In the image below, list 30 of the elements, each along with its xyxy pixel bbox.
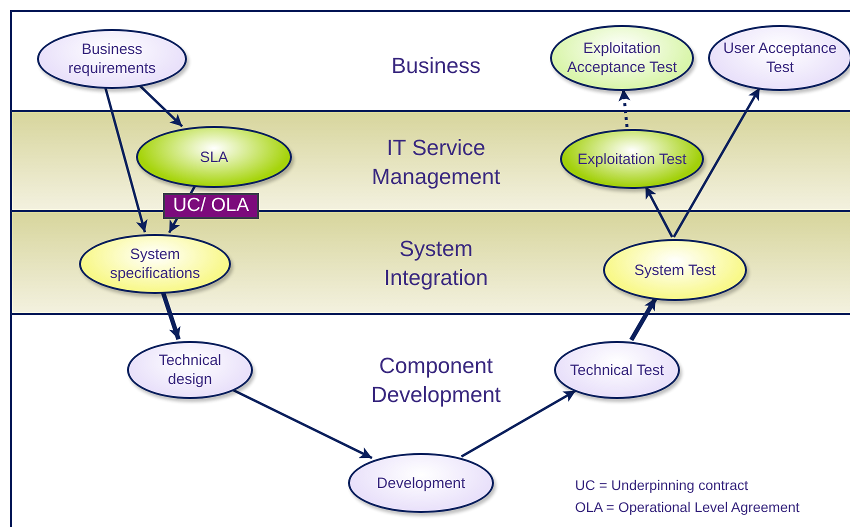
node-label: Technical Test (569, 360, 665, 380)
node-label: System specifications (108, 245, 202, 283)
abbreviation-note: OLA = Operational Level Agreement (575, 498, 800, 516)
swimlane-band (10, 210, 850, 313)
arrow (629, 296, 658, 342)
arrow (644, 186, 674, 238)
node-label: Business requirements (67, 40, 157, 78)
arrow (672, 87, 761, 238)
node-label: System Test (633, 260, 717, 280)
node-label: Exploitation Test (576, 150, 688, 168)
node-label: Technical design (158, 351, 222, 389)
abbreviation-note: UC = Underpinning contract (575, 476, 748, 494)
lane-title: Business (390, 52, 482, 80)
lane-title: IT Service Management (370, 134, 502, 191)
arrow (460, 390, 576, 458)
node-label: SLA (198, 148, 230, 166)
arrow (138, 84, 184, 128)
node-label: Exploitation Acceptance Test (566, 39, 678, 77)
swimlane-band (10, 110, 850, 210)
lane-title: Component Development (370, 352, 502, 409)
arrow (160, 291, 181, 340)
swimlane-band (10, 10, 850, 110)
node-label: User Acceptance Test (722, 39, 838, 77)
edge-label: UC/ OLA (163, 193, 260, 219)
arrow (230, 388, 373, 460)
node-label: Development (376, 474, 466, 492)
arrow (104, 86, 148, 233)
lane-title: System Integration (383, 235, 489, 292)
arrow (618, 88, 630, 128)
swimlane-band (10, 313, 850, 527)
